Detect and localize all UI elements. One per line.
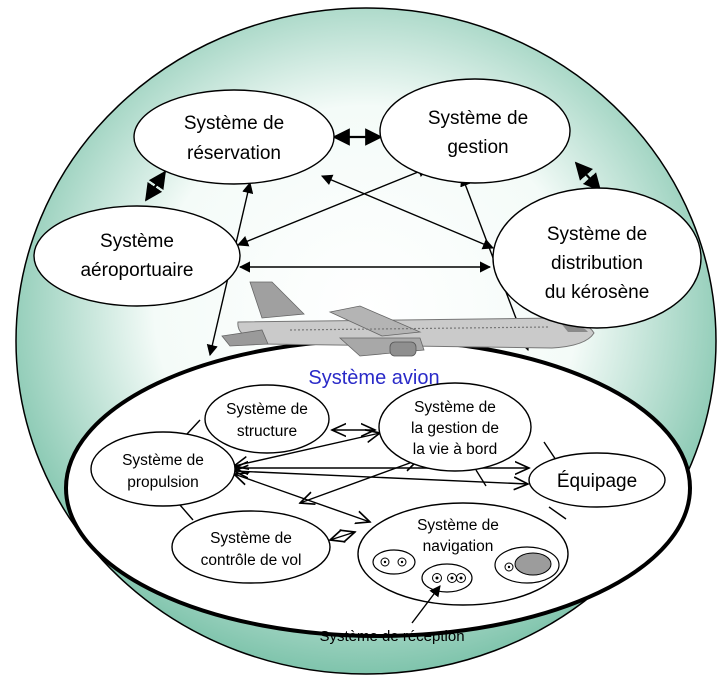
node-aeroportuaire: Système aéroportuaire [33,205,241,307]
node-aeroportuaire-line-2: aéroportuaire [80,260,193,281]
navigation-subcomponent-right [494,546,560,584]
node-controle-line-2: contrôle de vol [201,552,302,569]
navigation-subcomponent-center [421,563,473,593]
node-structure-line-2: structure [237,423,297,440]
node-kerosene-line-3: du kérosène [545,282,650,303]
node-propulsion-line-1: Système de [122,452,204,469]
node-gestion: Système de gestion [379,78,571,184]
node-propulsion: Système de propulsion [90,431,236,507]
node-controle: Système de contrôle de vol [171,510,331,584]
node-equipage-label: Équipage [557,471,637,492]
reception-label: Système de réception [319,628,464,645]
node-navigation-line-2: navigation [423,538,494,555]
node-reservation: Système de réservation [133,89,335,185]
node-kerosene: Système de distribution du kérosène [492,187,702,329]
navigation-subcomponent-left [372,549,416,575]
node-structure: Système de structure [204,384,330,454]
node-vie-bord-line-2: la gestion de [411,420,499,437]
node-reservation-line-2: réservation [187,143,281,164]
avion-title: Système avion [308,367,439,389]
node-aeroportuaire-line-1: Système [100,231,174,252]
node-kerosene-line-2: distribution [551,253,643,274]
node-navigation-line-1: Système de [417,517,499,534]
node-kerosene-line-1: Système de [547,224,647,245]
node-vie-bord: Système de la gestion de la vie à bord [378,382,532,472]
node-vie-bord-line-3: la vie à bord [413,441,497,458]
reception-pointer [411,585,441,624]
node-reservation-line-1: Système de [184,113,284,134]
node-propulsion-line-2: propulsion [127,474,199,491]
node-controle-line-1: Système de [210,530,292,547]
node-gestion-line-2: gestion [447,137,508,158]
node-gestion-line-1: Système de [428,108,528,129]
node-vie-bord-line-1: Système de [414,399,496,416]
node-navigation: Système de navigation [357,502,569,606]
node-structure-line-1: Système de [226,401,308,418]
node-equipage: Équipage [528,452,666,508]
airplane-illustration [221,281,595,357]
